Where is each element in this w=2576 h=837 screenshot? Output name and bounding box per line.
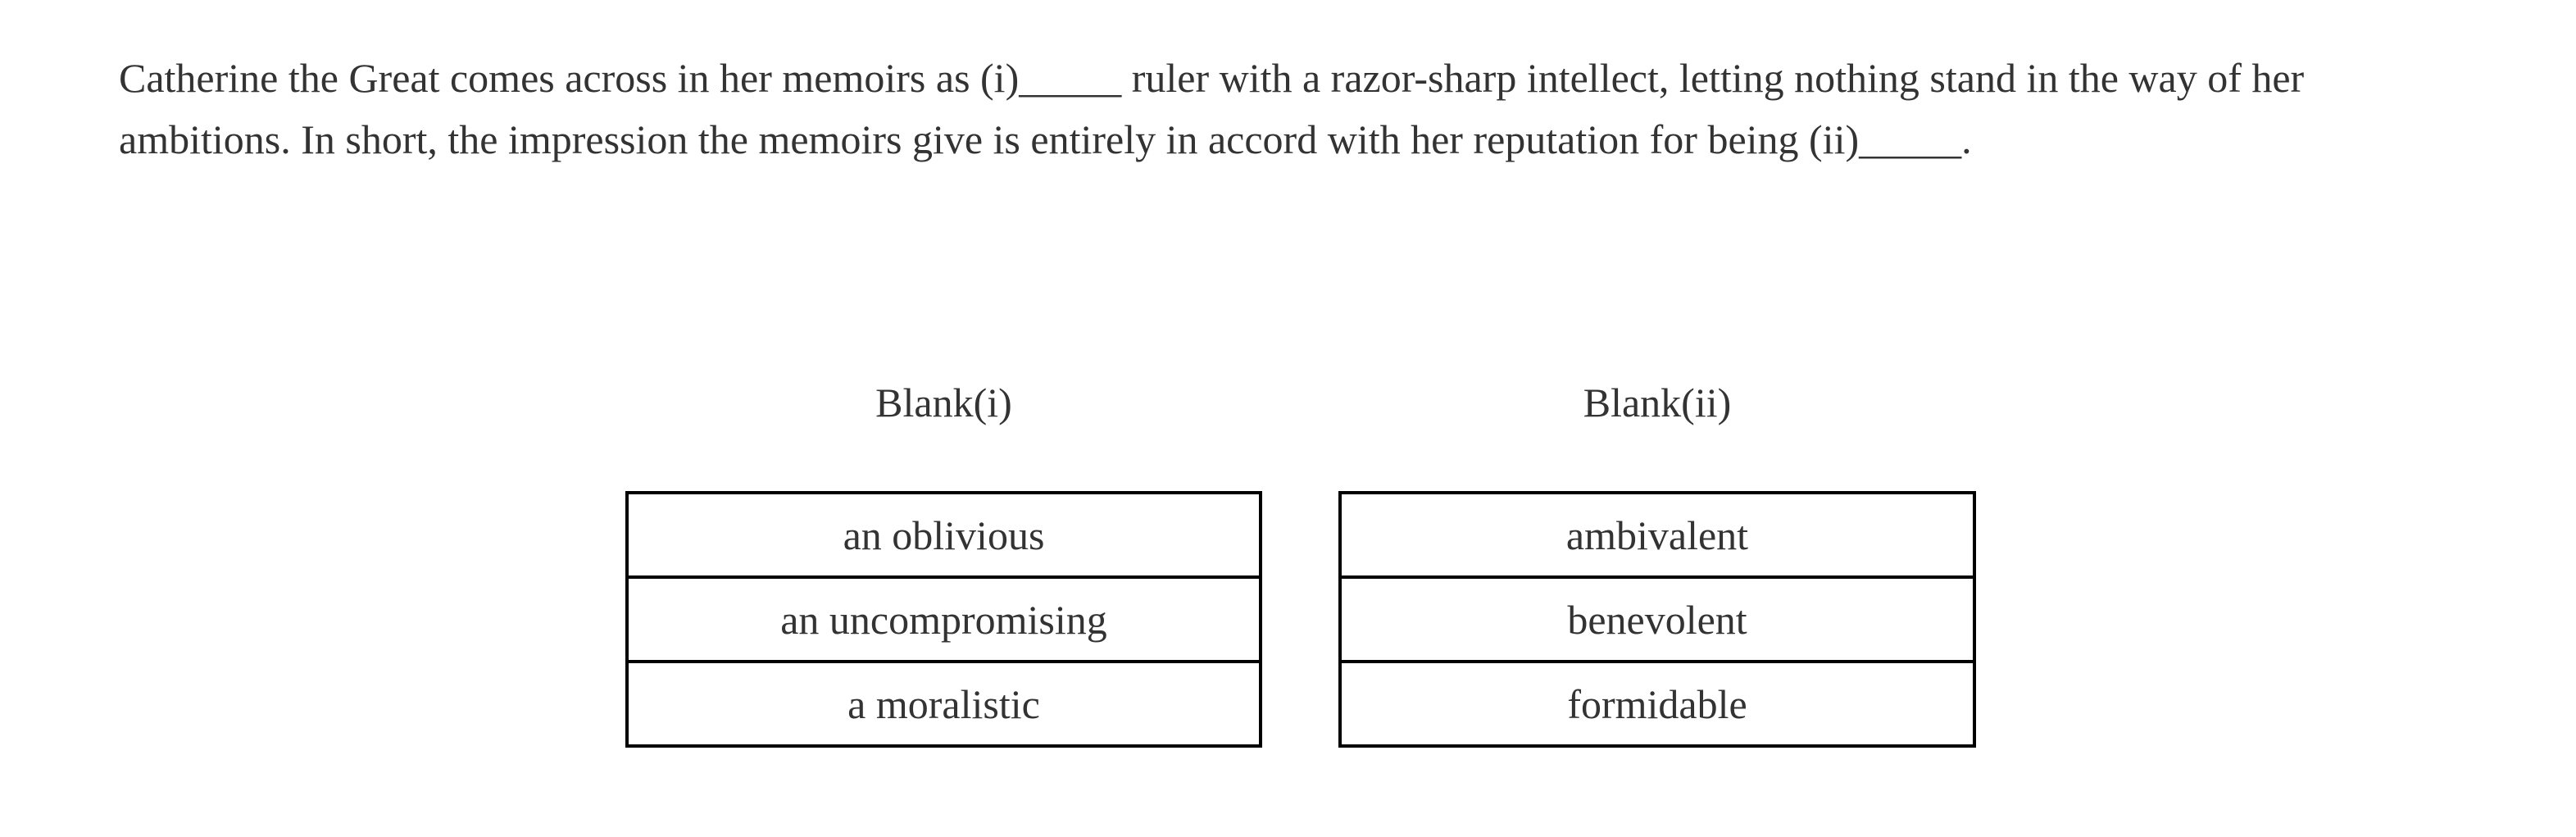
- blank-i-header: Blank(i): [875, 380, 1012, 425]
- blank-ii-options-table: ambivalent benevolent formidable: [1338, 491, 1976, 748]
- blank-ii-option-ambivalent[interactable]: ambivalent: [1342, 494, 1973, 575]
- passage-line-2: ambitions. In short, the impression the …: [119, 116, 1972, 162]
- blank-ii-header: Blank(ii): [1583, 380, 1732, 425]
- blank-ii-option-benevolent[interactable]: benevolent: [1342, 575, 1973, 660]
- blank-i-option-an-oblivious[interactable]: an oblivious: [629, 494, 1259, 575]
- blank-i-option-a-moralistic[interactable]: a moralistic: [629, 660, 1259, 744]
- question-passage: Catherine the Great comes across in her …: [119, 48, 2304, 171]
- blank-i-option-an-uncompromising[interactable]: an uncompromising: [629, 575, 1259, 660]
- passage-line-1: Catherine the Great comes across in her …: [119, 55, 2305, 101]
- blank-ii-option-formidable[interactable]: formidable: [1342, 660, 1973, 744]
- blank-i-options-table: an oblivious an uncompromising a moralis…: [625, 491, 1262, 748]
